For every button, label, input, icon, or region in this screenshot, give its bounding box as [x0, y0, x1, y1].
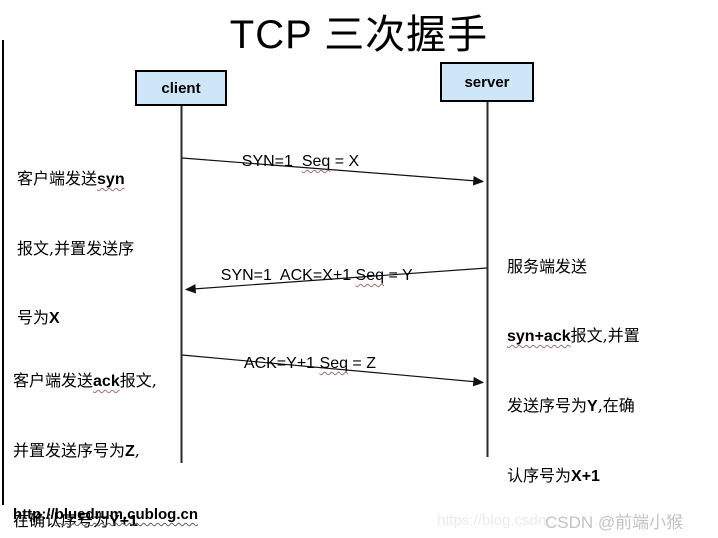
text-segment: 客户端发送: [17, 169, 98, 188]
left-edge-line: [2, 40, 4, 505]
text-segment: ,在确: [597, 396, 635, 415]
message-text: SYN=1 ACK=X+1: [220, 267, 356, 284]
note-line: 服务端发送: [507, 255, 640, 278]
watermark-url-text: https://blog.csdn: [437, 512, 547, 529]
text-segment: ,: [134, 441, 140, 460]
note-line: syn+ack报文,并置: [507, 324, 640, 348]
note-line: 客户端发送syn: [17, 167, 134, 191]
client-actor-box: client: [135, 70, 227, 106]
message-text: SYN=1: [241, 153, 302, 170]
text-segment: 客户端发送: [13, 371, 94, 390]
note-client-syn: 客户端发送syn 报文,并置发送序 号为X: [17, 121, 134, 376]
text-segment: 服务端发送: [507, 257, 588, 276]
note-line: 报文,并置发送序: [17, 237, 134, 260]
text-segment: X: [49, 310, 60, 327]
message-label-ack: ACK=Y+1 Seq = Z: [227, 337, 376, 391]
text-segment: 报文,并置: [570, 326, 640, 345]
message-text: = Z: [347, 355, 376, 372]
text-segment: X+1: [571, 468, 600, 485]
footer-url-host: bluedrum.cublog.cn: [54, 506, 198, 523]
text-segment: 号为: [17, 308, 50, 327]
message-text-misspelled: Seq: [355, 267, 384, 284]
note-line: 在确认序号为Y+1: [13, 509, 157, 533]
message-label-syn-ack: SYN=1 ACK=X+1 Seq = Y: [203, 249, 413, 303]
text-segment: 在确认序号为: [13, 511, 110, 530]
text-segment: 报文,并置发送序: [17, 239, 135, 258]
note-line: 认序号为X+1: [507, 464, 640, 488]
message-text: ACK=Y+1: [243, 355, 320, 372]
note-line: 并置发送序号为Z,: [13, 439, 157, 463]
message-label-syn: SYN=1 Seq = X: [224, 135, 359, 189]
note-client-ack: 客户端发送ack报文, 并置发送序号为Z, 在确认序号为Y+1: [13, 323, 157, 538]
footer-url-scheme: http://: [13, 506, 55, 523]
server-actor-label: server: [464, 73, 510, 91]
arrow-ack: [181, 354, 485, 387]
note-line: 客户端发送ack报文,: [13, 369, 157, 393]
server-actor-box: server: [440, 62, 534, 102]
text-segment: syn: [97, 171, 125, 188]
watermark-csdn-text: CSDN @前端小猴: [545, 513, 684, 532]
text-segment: syn+ack: [507, 328, 571, 345]
text-segment: Z: [125, 443, 135, 460]
text-segment: ack: [93, 373, 120, 390]
text-segment: Y: [587, 398, 598, 415]
message-text-misspelled: Seq: [301, 153, 331, 170]
text-segment: 并置发送序号为: [13, 441, 126, 460]
text-segment: 报文,: [119, 371, 157, 390]
client-actor-label: client: [161, 79, 201, 97]
note-line: 发送序号为Y,在确: [507, 394, 640, 418]
message-text-misspelled: Seq: [319, 355, 348, 372]
page-title: TCP 三次握手: [229, 13, 489, 57]
message-text: = X: [330, 153, 360, 170]
note-line: 号为X: [17, 306, 134, 330]
arrow-syn-ack: [184, 267, 488, 294]
text-segment: Y+1: [109, 513, 138, 530]
arrow-syn: [181, 157, 485, 186]
message-text: = Y: [384, 267, 413, 284]
note-server-syn-ack: 服务端发送 syn+ack报文,并置 发送序号为Y,在确 认序号为X+1: [507, 209, 640, 534]
text-segment: 发送序号为: [507, 396, 588, 415]
text-segment: 认序号为: [507, 466, 572, 485]
footer-url: http://bluedrum.cublog.cn: [13, 506, 198, 523]
